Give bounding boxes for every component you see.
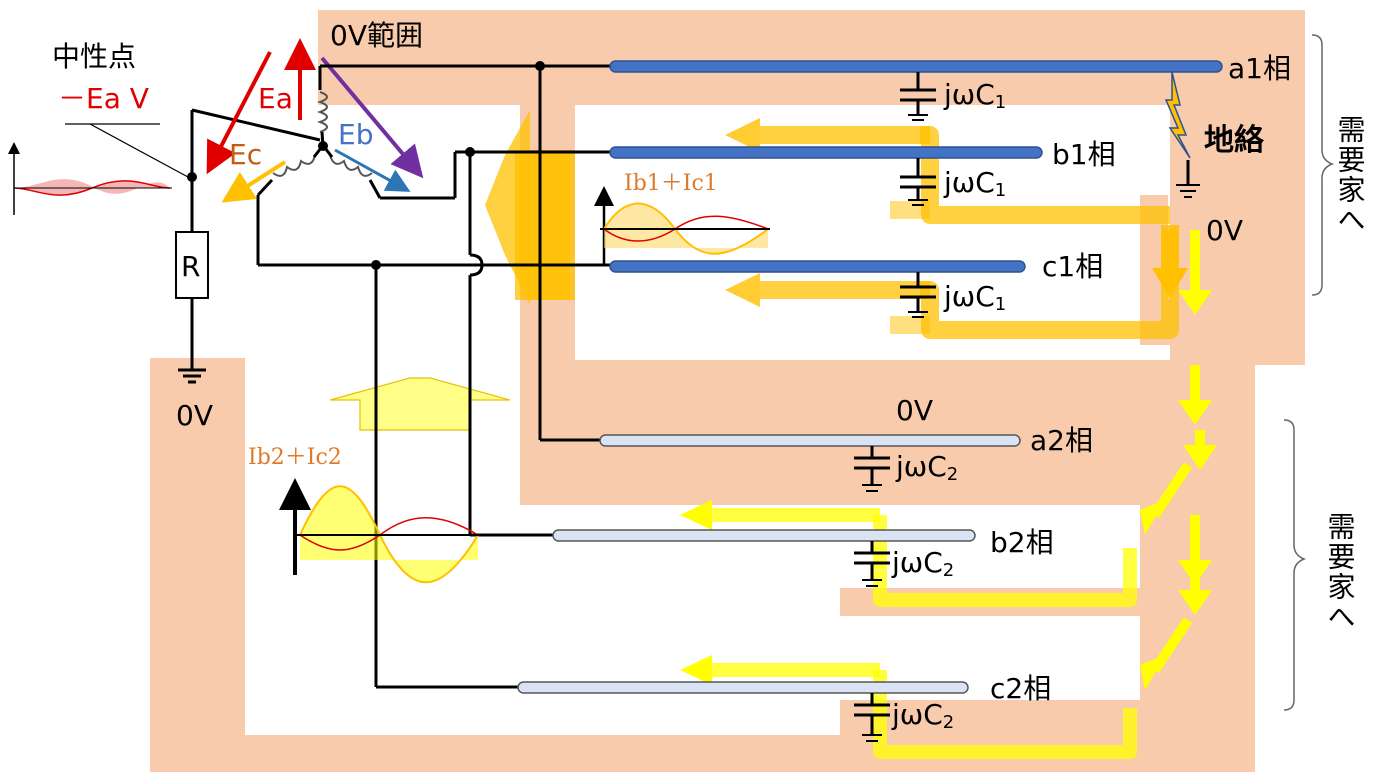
feeder2-lines xyxy=(517,434,1021,694)
lightning-icon xyxy=(1164,71,1191,159)
current-1-label: Ib1＋Ic1 xyxy=(624,171,718,196)
consumer-braces xyxy=(1283,34,1335,711)
zero-v-range-label: 0V範囲 xyxy=(330,19,423,52)
a2-line xyxy=(599,434,1021,447)
capacitor-a2 xyxy=(854,446,890,492)
phase-b2-label: b2相 xyxy=(990,526,1054,559)
neutral-voltage-label: －Ea V xyxy=(58,82,149,115)
ec-label: Ec xyxy=(229,138,262,171)
feeder2-current-waveform xyxy=(279,478,480,584)
neutral-voltage-waveform xyxy=(8,142,172,215)
a2-zero-label: 0V xyxy=(896,394,933,427)
feeder1-current-waveform xyxy=(594,186,770,265)
phase-c1-label: c1相 xyxy=(1042,250,1103,283)
bus-wiring xyxy=(258,61,610,689)
a1-line xyxy=(609,60,1223,73)
capacitor-b2 xyxy=(854,541,890,587)
cap-a1-label: jωC1 xyxy=(943,78,1006,113)
capacitor-c2 xyxy=(854,693,890,742)
eb-label: Eb xyxy=(338,118,373,151)
cap-b1-label: jωC1 xyxy=(943,166,1006,201)
ea-label: Ea xyxy=(258,82,293,115)
c1-line xyxy=(609,260,1026,273)
cap-b2-label: jωC2 xyxy=(891,546,954,581)
text-labels: 中性点 －Ea V 0V範囲 R 0V Ea Eb Ec a1相 b1相 c1相… xyxy=(52,19,1367,733)
ground-symbol-left xyxy=(178,368,206,384)
current-2-label: Ib2＋Ic2 xyxy=(248,445,342,470)
cap-c1-label: jωC1 xyxy=(943,280,1006,315)
to-consumer-1-label: 需要家へ xyxy=(1334,115,1367,235)
capacitor-a1 xyxy=(900,72,936,121)
eb-arrow xyxy=(320,56,424,179)
phase-c2-label: c2相 xyxy=(990,672,1051,705)
ground-fault-label: 地絡 xyxy=(1204,123,1265,158)
feeder1-lines xyxy=(609,60,1223,273)
neutral-point-label: 中性点 xyxy=(52,40,136,73)
capacitor-c1 xyxy=(900,272,936,318)
eb-arrow-blue xyxy=(334,148,411,192)
fault-zero-label: 0V xyxy=(1206,214,1243,247)
source-section xyxy=(65,38,457,384)
capacitors-feeder1 xyxy=(900,72,936,318)
b2-line xyxy=(552,529,976,542)
resistor-label: R xyxy=(181,250,200,283)
c2-line xyxy=(517,681,969,694)
cap-a2-label: jωC2 xyxy=(895,450,958,485)
ground-fault xyxy=(1164,71,1200,198)
capacitor-b1 xyxy=(900,158,936,206)
fault-current-flow-feeder1 xyxy=(725,118,1188,339)
phase-b1-label: b1相 xyxy=(1052,138,1116,171)
zero-volt-region xyxy=(150,10,1305,772)
capacitors-feeder2 xyxy=(854,446,890,742)
fault-current-flow-feeder2 xyxy=(680,230,1217,759)
ground-left-label: 0V xyxy=(176,399,213,432)
ec-arrow xyxy=(221,160,287,203)
phase-a2-label: a2相 xyxy=(1030,424,1093,457)
phase-a1-label: a1相 xyxy=(1228,52,1291,85)
to-consumer-2-label: 需要家へ xyxy=(1324,512,1357,632)
cap-c2-label: jωC2 xyxy=(891,698,954,733)
neutral-resistor xyxy=(175,231,209,299)
ea-arrow xyxy=(206,51,272,175)
b1-line xyxy=(609,146,1043,159)
